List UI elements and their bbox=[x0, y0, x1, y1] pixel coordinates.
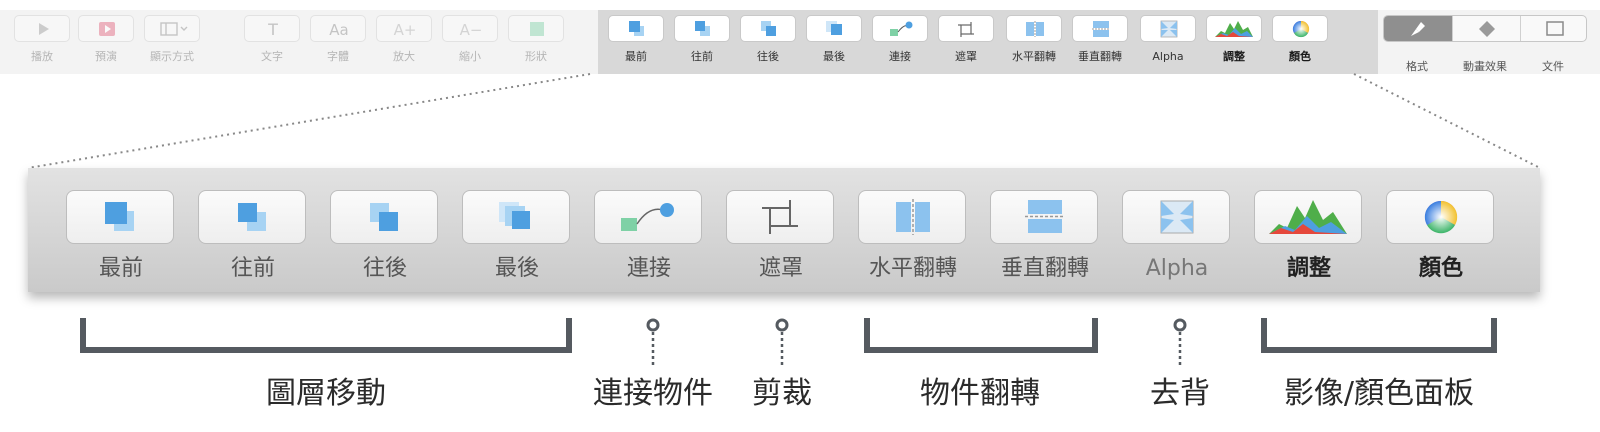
flip-horizontal-icon bbox=[1026, 21, 1044, 37]
send-to-back-icon bbox=[826, 21, 842, 35]
adjust-icon bbox=[1269, 200, 1347, 234]
adjust-icon bbox=[1215, 21, 1253, 37]
format-tab[interactable] bbox=[1384, 16, 1452, 41]
bring-forward-icon bbox=[695, 21, 710, 36]
flip-vertical-icon bbox=[1025, 200, 1065, 233]
annotation-layer-move: 圖層移動 bbox=[266, 376, 386, 411]
bracket-object-flip bbox=[864, 318, 1098, 353]
pin-crop bbox=[775, 318, 789, 366]
pin-connect-objects bbox=[646, 318, 660, 366]
send-backward-icon bbox=[761, 21, 776, 36]
mask-icon bbox=[762, 200, 798, 234]
inspector-segmented-control bbox=[1383, 15, 1587, 42]
text-icon: T bbox=[267, 20, 278, 39]
zoomed-toolbar-panel: 最前 往前 往後 最後 連接 遮罩 水平翻轉 垂直翻轉 Alpha 調整 顏色 bbox=[28, 168, 1540, 292]
animate-tab-label: 動畫效果 bbox=[1463, 60, 1507, 73]
decrease-font-icon: A− bbox=[460, 21, 483, 39]
svg-text:Aa: Aa bbox=[329, 21, 348, 39]
bring-forward-icon bbox=[238, 203, 266, 231]
flip-horizontal-icon bbox=[896, 199, 930, 235]
color-wheel-icon bbox=[1424, 200, 1458, 234]
bracket-image-color-panel bbox=[1261, 318, 1497, 353]
alpha-icon bbox=[1160, 20, 1178, 38]
flip-vertical-icon bbox=[1092, 21, 1110, 37]
animate-tab[interactable] bbox=[1452, 16, 1521, 41]
document-tab-label: 文件 bbox=[1542, 60, 1564, 73]
pin-remove-background bbox=[1173, 318, 1187, 366]
font-icon: Aa bbox=[329, 21, 348, 39]
send-to-back-icon bbox=[499, 202, 530, 229]
connect-icon bbox=[621, 203, 674, 231]
format-tab-label: 格式 bbox=[1406, 60, 1428, 73]
connect-icon bbox=[890, 21, 913, 36]
play-icon bbox=[39, 23, 49, 35]
send-backward-icon bbox=[370, 203, 398, 231]
view-icon bbox=[160, 22, 188, 36]
format-brush-icon bbox=[1411, 22, 1425, 36]
rehearse-icon bbox=[99, 22, 115, 36]
shape-icon bbox=[530, 22, 544, 36]
increase-font-icon: A+ bbox=[394, 21, 417, 39]
svg-text:T: T bbox=[267, 20, 278, 39]
annotation-image-color-panel: 影像/顏色面板 bbox=[1283, 376, 1475, 411]
annotation-object-flip: 物件翻轉 bbox=[920, 376, 1040, 411]
color-wheel-icon bbox=[1292, 20, 1310, 38]
document-icon bbox=[1546, 21, 1564, 36]
annotation-remove-background: 去背 bbox=[1150, 376, 1210, 411]
mask-icon bbox=[958, 22, 974, 37]
annotation-crop: 剪裁 bbox=[752, 376, 812, 411]
alpha-icon bbox=[1160, 200, 1194, 234]
annotation-connect-objects: 連接物件 bbox=[593, 376, 713, 411]
animate-icon bbox=[1479, 21, 1495, 37]
bracket-layer-move bbox=[80, 318, 572, 353]
bring-to-front-icon bbox=[105, 202, 134, 231]
top-toolbar: 播放 預演 顯示方式 T 文字 Aa 字體 A+ 放大 A− 縮小 形狀 最前 … bbox=[0, 10, 1600, 74]
bring-to-front-icon bbox=[629, 21, 644, 36]
svg-text:A+: A+ bbox=[394, 21, 417, 39]
document-tab[interactable] bbox=[1520, 16, 1586, 41]
svg-text:A−: A− bbox=[460, 21, 483, 39]
